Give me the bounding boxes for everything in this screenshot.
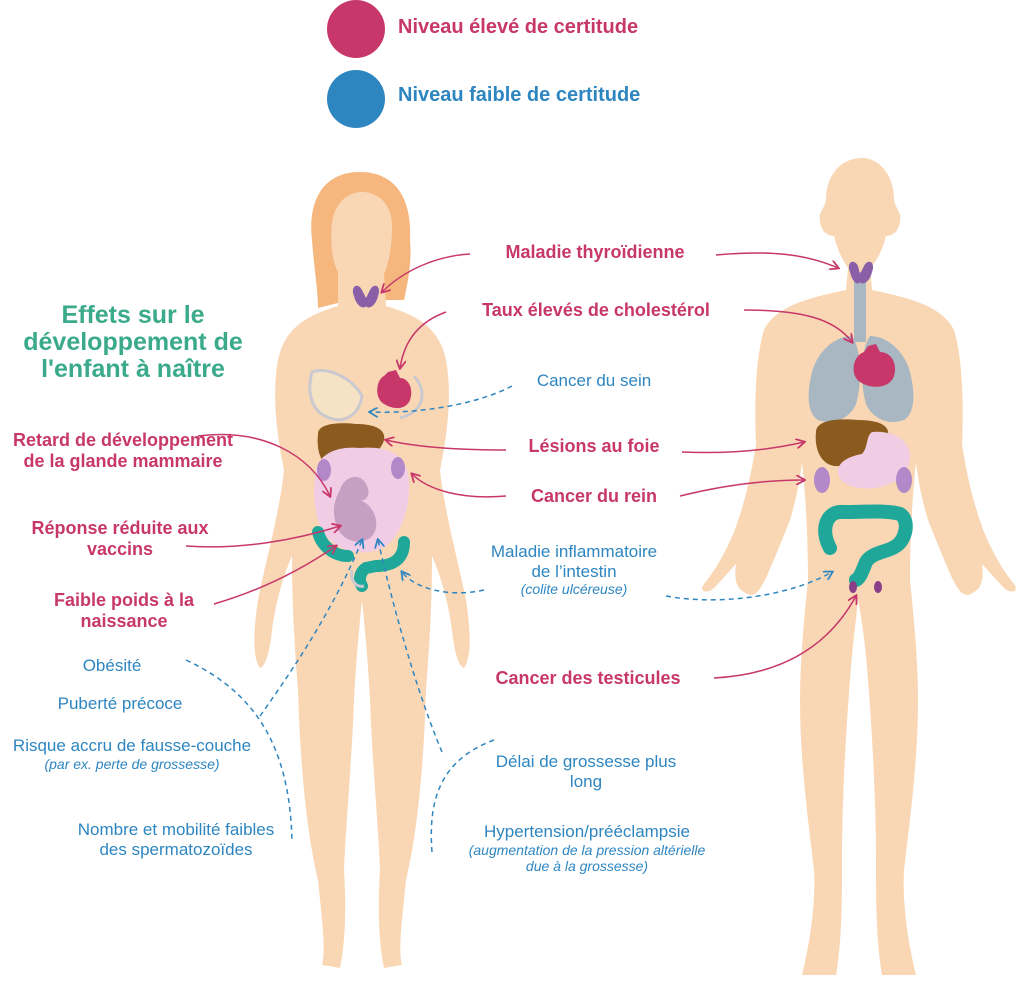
breast-left (308, 369, 364, 422)
female-body (254, 172, 470, 968)
fetus (333, 476, 377, 542)
arrow-ibd-female (402, 572, 485, 594)
male-kidney-right (896, 467, 912, 493)
label-cholesterol: Taux élevés de cholestérol (482, 300, 710, 320)
breast-right-outline (399, 375, 424, 420)
arrow-birth-weight (213, 546, 336, 605)
label-hypertension-note: (augmentation de la pression altérielle … (468, 841, 706, 874)
male-stomach (837, 431, 910, 489)
line-hypertension (430, 739, 495, 853)
line-puberty (259, 540, 362, 717)
arrow-ibd-male (665, 572, 832, 601)
male-testicle-left (849, 581, 857, 593)
legend-high-dot (327, 0, 385, 58)
label-miscarriage: Risque accru de fausse-couche (par ex. p… (8, 736, 256, 772)
label-sperm: Nombre et mobilité faibles des spermatoz… (77, 820, 275, 859)
arrow-kidney-male (679, 480, 804, 497)
male-intestine (818, 504, 913, 587)
female-kidney-right (391, 457, 405, 479)
arrow-thyroid-female (382, 253, 471, 292)
label-breast-cancer: Cancer du sein (536, 371, 652, 390)
male-testicle-right (874, 581, 882, 593)
label-kidney-cancer: Cancer du rein (530, 486, 658, 506)
line-obesity (185, 659, 293, 843)
section-title: Effets sur le développement de l'enfant … (23, 301, 243, 383)
label-miscarriage-main: Risque accru de fausse-couche (12, 736, 252, 755)
label-vaccines: Réponse réduite aux vaccins (31, 518, 209, 559)
label-miscarriage-note: (par ex. perte de grossesse) (44, 755, 220, 772)
label-hypertension-main: Hypertension/prééclampsie (484, 822, 690, 841)
male-thyroid (848, 261, 874, 284)
female-kidney-left (317, 459, 331, 481)
arrow-testicle (713, 596, 856, 679)
arrow-kidney-female (412, 474, 507, 498)
label-testicular-cancer: Cancer des testicules (495, 668, 681, 688)
label-obesity: Obésité (82, 656, 142, 675)
arrow-vaccines (185, 526, 340, 548)
high-certainty-arrows (185, 252, 856, 679)
label-pregnancy-delay: Délai de grossesse plus long (495, 752, 677, 791)
arrow-liver-male (681, 442, 804, 454)
label-ibd-note: (colite ulcéreuse) (520, 581, 628, 598)
male-kidney-left (814, 467, 830, 493)
male-trachea (854, 272, 866, 342)
legend-high-label: Niveau élevé de certitude (398, 16, 639, 38)
label-birth-weight: Faible poids à la naissance (53, 590, 195, 631)
legend-low-label: Niveau faible de certitude (398, 84, 641, 106)
female-pelvis (350, 569, 365, 588)
male-heart (853, 344, 896, 387)
arrow-liver-female (386, 440, 507, 451)
arrow-thyroid-male (715, 252, 838, 268)
label-mammary: Retard de développement de la glande mam… (12, 430, 234, 471)
line-pregnancy (378, 540, 443, 753)
label-thyroid: Maladie thyroïdienne (505, 242, 685, 262)
legend-low-dot (327, 70, 385, 128)
low-certainty-arrows (185, 385, 832, 853)
label-hypertension: Hypertension/prééclampsie (augmentation … (440, 822, 734, 874)
arrow-mammary (197, 433, 330, 496)
arrow-breast-cancer (370, 385, 513, 412)
arrow-cholesterol-male (743, 309, 852, 342)
male-lung-left (808, 336, 861, 423)
arrow-cholesterol-female (400, 311, 447, 368)
male-body (702, 158, 1016, 975)
female-heart (377, 370, 412, 409)
label-ibd: Maladie inflammatoire de l’intestin (col… (482, 542, 666, 597)
label-ibd-main: Maladie inflammatoire de l’intestin (490, 542, 658, 581)
female-thyroid (352, 285, 380, 308)
label-puberty: Puberté précoce (57, 694, 183, 713)
label-liver: Lésions au foie (528, 436, 660, 456)
